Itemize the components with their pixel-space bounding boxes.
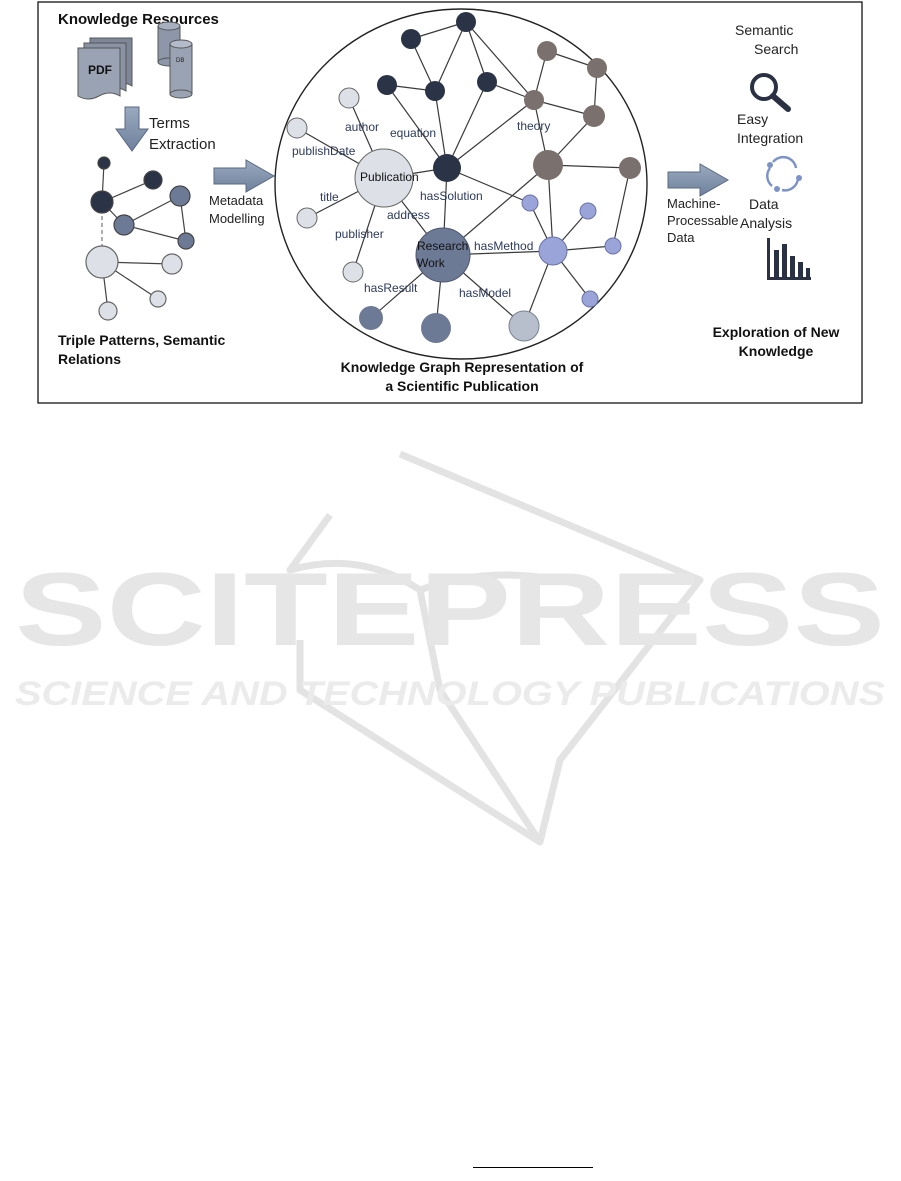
research-work-label-1: Research <box>417 239 468 253</box>
edge-label-publisher: publisher <box>335 227 384 241</box>
db-label: DB <box>176 58 184 64</box>
right-arrow-icon <box>213 159 276 193</box>
research-work-node <box>415 227 471 283</box>
watermark-brand: SCITEPRESS <box>15 552 885 668</box>
data-analysis-label-1: Data <box>749 196 779 212</box>
edge-label-address: address <box>387 208 430 222</box>
semantic-search-label-1: Semantic <box>735 22 793 38</box>
edge-labels: author equation theory publishDate title… <box>292 119 550 300</box>
bar-chart-icon <box>767 238 811 280</box>
edge-label-hasResult: hasResult <box>364 281 418 295</box>
semantic-search-label-2: Search <box>754 41 798 57</box>
triple-pattern-graph <box>85 156 195 321</box>
edge-label-equation: equation <box>390 126 436 140</box>
pdf-documents-icon: PDF <box>77 37 133 100</box>
edge-label-author: author <box>345 120 379 134</box>
publication-node-label: Publication <box>360 170 419 184</box>
terms-extraction-label-1: Terms <box>149 115 190 132</box>
machine-processable-label-3: Data <box>667 230 695 245</box>
kg-caption-2: a Scientific Publication <box>385 378 538 394</box>
edge-label-publishDate: publishDate <box>292 144 356 158</box>
knowledge-graph-boundary <box>274 8 648 360</box>
data-analysis-label-2: Analysis <box>740 215 792 231</box>
machine-processable-label-1: Machine- <box>667 196 720 211</box>
edge-label-hasModel: hasModel <box>459 286 511 300</box>
watermark-book-outline <box>286 450 704 846</box>
database-icon: DB <box>157 21 193 99</box>
terms-extraction-label-2: Extraction <box>149 136 216 153</box>
triple-patterns-label-2: Relations <box>58 351 121 367</box>
easy-integration-label-1: Easy <box>737 111 768 127</box>
publication-node <box>354 148 414 208</box>
triple-patterns-label-1: Triple Patterns, Semantic <box>58 332 225 348</box>
metadata-modelling-label-2: Modelling <box>209 211 265 226</box>
edge-label-hasSolution: hasSolution <box>420 189 483 203</box>
research-work-label-2: Work <box>417 256 446 270</box>
pdf-label: PDF <box>88 63 112 77</box>
knowledge-resources-heading: Knowledge Resources <box>58 11 219 28</box>
footnote-rule <box>473 1167 593 1168</box>
exploration-label-1: Exploration of New <box>713 324 840 340</box>
search-icon <box>750 73 791 112</box>
edge-label-hasMethod: hasMethod <box>474 239 533 253</box>
exploration-label-2: Knowledge <box>739 343 814 359</box>
down-arrow-icon <box>115 106 149 152</box>
output-arrow-icon <box>667 163 730 197</box>
watermark-tagline: SCIENCE AND TECHNOLOGY PUBLICATIONS <box>15 675 885 713</box>
machine-processable-label-2: Processable <box>667 213 739 228</box>
easy-integration-label-2: Integration <box>737 130 803 146</box>
scitepress-watermark: SCITEPRESS SCIENCE AND TECHNOLOGY PUBLIC… <box>15 450 885 846</box>
metadata-modelling-label-1: Metadata <box>209 193 264 208</box>
knowledge-graph-nodes <box>286 12 641 343</box>
edge-label-theory: theory <box>517 119 550 133</box>
kg-caption-1: Knowledge Graph Representation of <box>341 359 584 375</box>
knowledge-graph-figure: Knowledge Resources PDF DB Terms Extract… <box>37 1 863 404</box>
edge-label-title: title <box>320 190 339 204</box>
integration-cycle-icon <box>766 155 802 192</box>
